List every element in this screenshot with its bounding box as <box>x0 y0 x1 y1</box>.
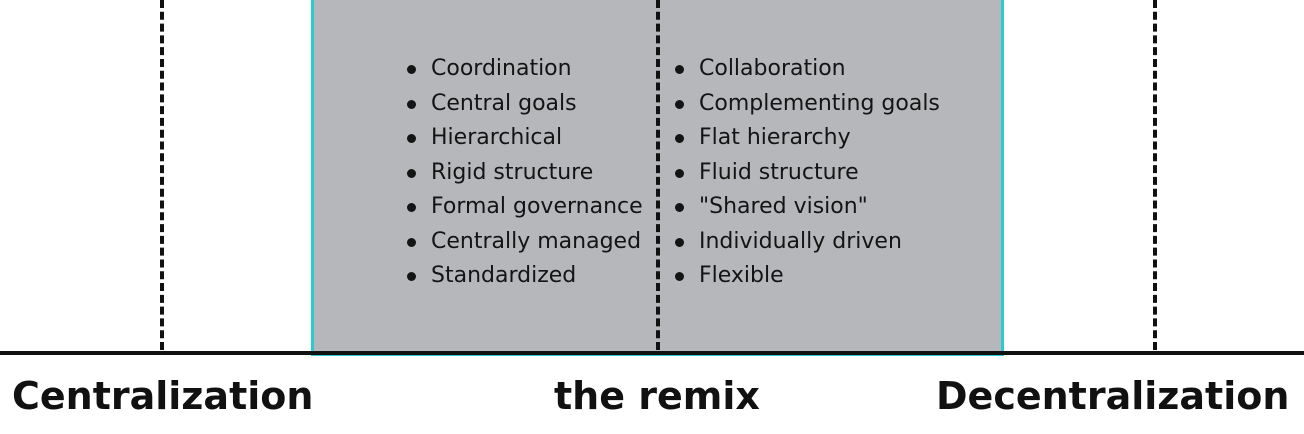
list-item: Rigid structure <box>404 156 643 191</box>
list-item: Flexible <box>672 259 940 294</box>
list-item: Collaboration <box>672 52 940 87</box>
remix-label: the remix <box>554 374 760 418</box>
spectrum-axis-line <box>0 351 1304 355</box>
list-item: Standardized <box>404 259 643 294</box>
list-item: Flat hierarchy <box>672 121 940 156</box>
list-item: Central goals <box>404 87 643 122</box>
decentralization-dashed-marker <box>1153 0 1157 350</box>
centralization-traits-list: Coordination Central goals Hierarchical … <box>404 52 643 294</box>
list-item: Fluid structure <box>672 156 940 191</box>
list-item: "Shared vision" <box>672 190 940 225</box>
list-item: Formal governance <box>404 190 643 225</box>
centralization-dashed-marker <box>160 0 164 350</box>
decentralization-label: Decentralization <box>936 374 1290 418</box>
list-item: Hierarchical <box>404 121 643 156</box>
list-item: Individually driven <box>672 225 940 260</box>
list-item: Complementing goals <box>672 87 940 122</box>
centralization-label: Centralization <box>12 374 314 418</box>
decentralization-traits-list: Collaboration Complementing goals Flat h… <box>672 52 940 294</box>
list-item: Coordination <box>404 52 643 87</box>
remix-center-dashed-divider <box>656 0 660 350</box>
list-item: Centrally managed <box>404 225 643 260</box>
